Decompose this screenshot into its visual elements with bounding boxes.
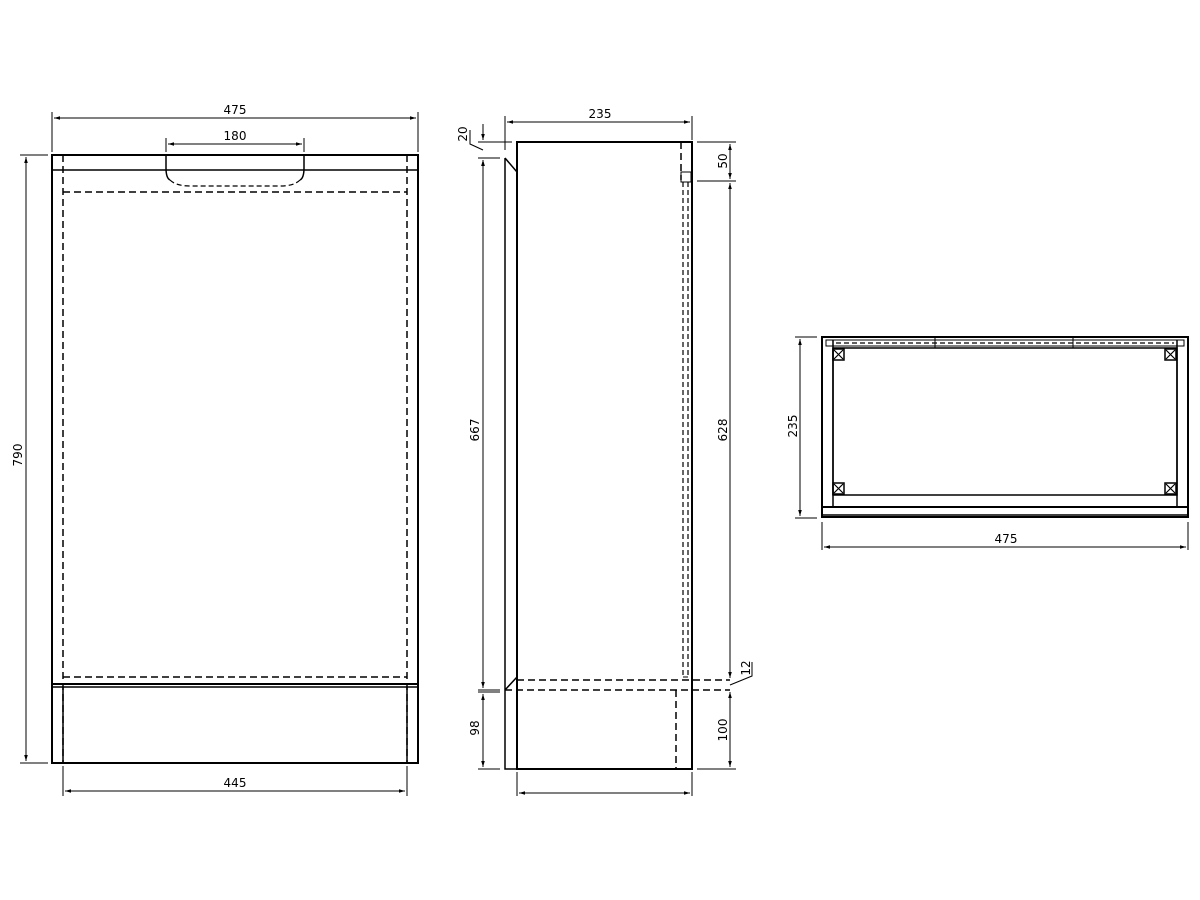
corner-fixing-icon: [1164, 482, 1177, 495]
plan-outline: [821, 336, 1189, 518]
dim-overall-width: 475: [224, 103, 247, 117]
plan-view: 235 475: [786, 336, 1189, 550]
dim-plan-depth: 235: [786, 415, 800, 438]
plan-inner-box: [832, 347, 1178, 496]
dim-handle-width: 180: [224, 129, 247, 143]
side-carcass-outline: [516, 141, 693, 770]
dim-plinth-width: 445: [224, 776, 247, 790]
corner-fixing-icon: [1164, 348, 1177, 361]
front-carcass-outline: [51, 154, 419, 764]
handle-cutout-right: [299, 155, 305, 181]
dim-overall-height: 790: [11, 444, 25, 467]
dim-side-depth: 235: [589, 107, 612, 121]
side-rail-block: [680, 171, 692, 183]
corner-fixing-icon: [832, 482, 845, 495]
dim-door-height: 667: [468, 419, 482, 442]
side-view: 235 20 667 98 50 628 12 100: [456, 107, 753, 796]
dim-shelf-gap: 12: [739, 660, 753, 675]
dim-top-offset: 20: [456, 126, 470, 141]
handle-cutout-left: [165, 155, 171, 181]
dim-plinth-front: 98: [468, 720, 482, 735]
dim-top-rail: 50: [716, 153, 730, 168]
handle-cutout-hidden: [169, 179, 301, 187]
front-view: 475 180 790 445: [11, 103, 419, 796]
side-door-panel: [504, 157, 518, 770]
corner-fixing-icon: [832, 348, 845, 361]
dim-plan-width: 475: [995, 532, 1018, 546]
dim-plinth-back: 100: [716, 719, 730, 742]
dim-internal-height: 628: [716, 419, 730, 442]
